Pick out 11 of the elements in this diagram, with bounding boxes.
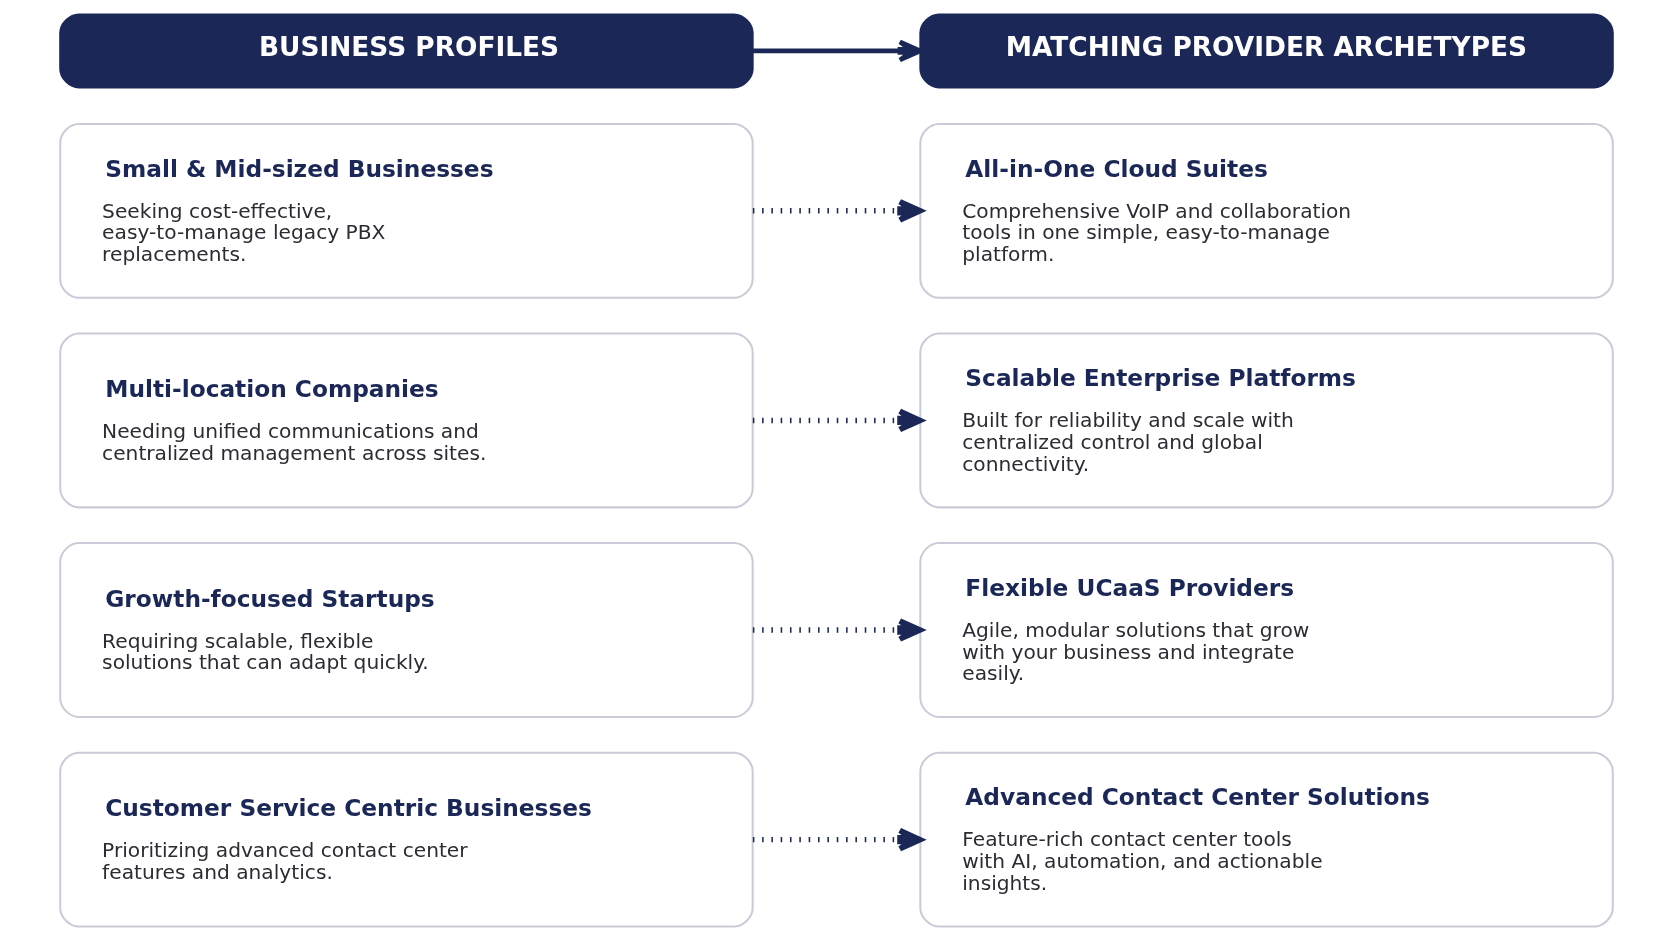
node-box: Small & Mid-sized Businesses Seeking cost-effective, easy-to-manage legacy PBX replacements. bbox=[58, 122, 754, 299]
node-box: Advanced Contact Center Solutions Feature-rich contact center tools with AI, automation, and actionable insights. bbox=[918, 751, 1614, 928]
node-box: MATCHING PROVIDER ARCHETYPES bbox=[918, 13, 1614, 89]
node-box: All-in-One Cloud Suites Comprehensive VoIP and collaboration tools in one simple, easy-to-manage platform. bbox=[918, 122, 1614, 299]
node-box: Scalable Enterprise Platforms Built for reliability and scale with centralized control and global connectivity. bbox=[918, 332, 1614, 509]
node-box: Growth-focused Startups Requiring scalable, flexible solutions that can adapt quickly. bbox=[58, 542, 754, 718]
arrow bbox=[752, 39, 922, 63]
node-box: BUSINESS PROFILES bbox=[58, 13, 754, 89]
node-box: Flexible UCaaS Providers Agile, modular solutions that grow with your business and integrate easily. bbox=[918, 542, 1614, 718]
node-box: Multi-location Companies Needing unified communications and centralized management across sites. bbox=[58, 332, 754, 509]
node-box: Customer Service Centric Businesses Prioritizing advanced contact center features and analytics. bbox=[58, 751, 754, 928]
